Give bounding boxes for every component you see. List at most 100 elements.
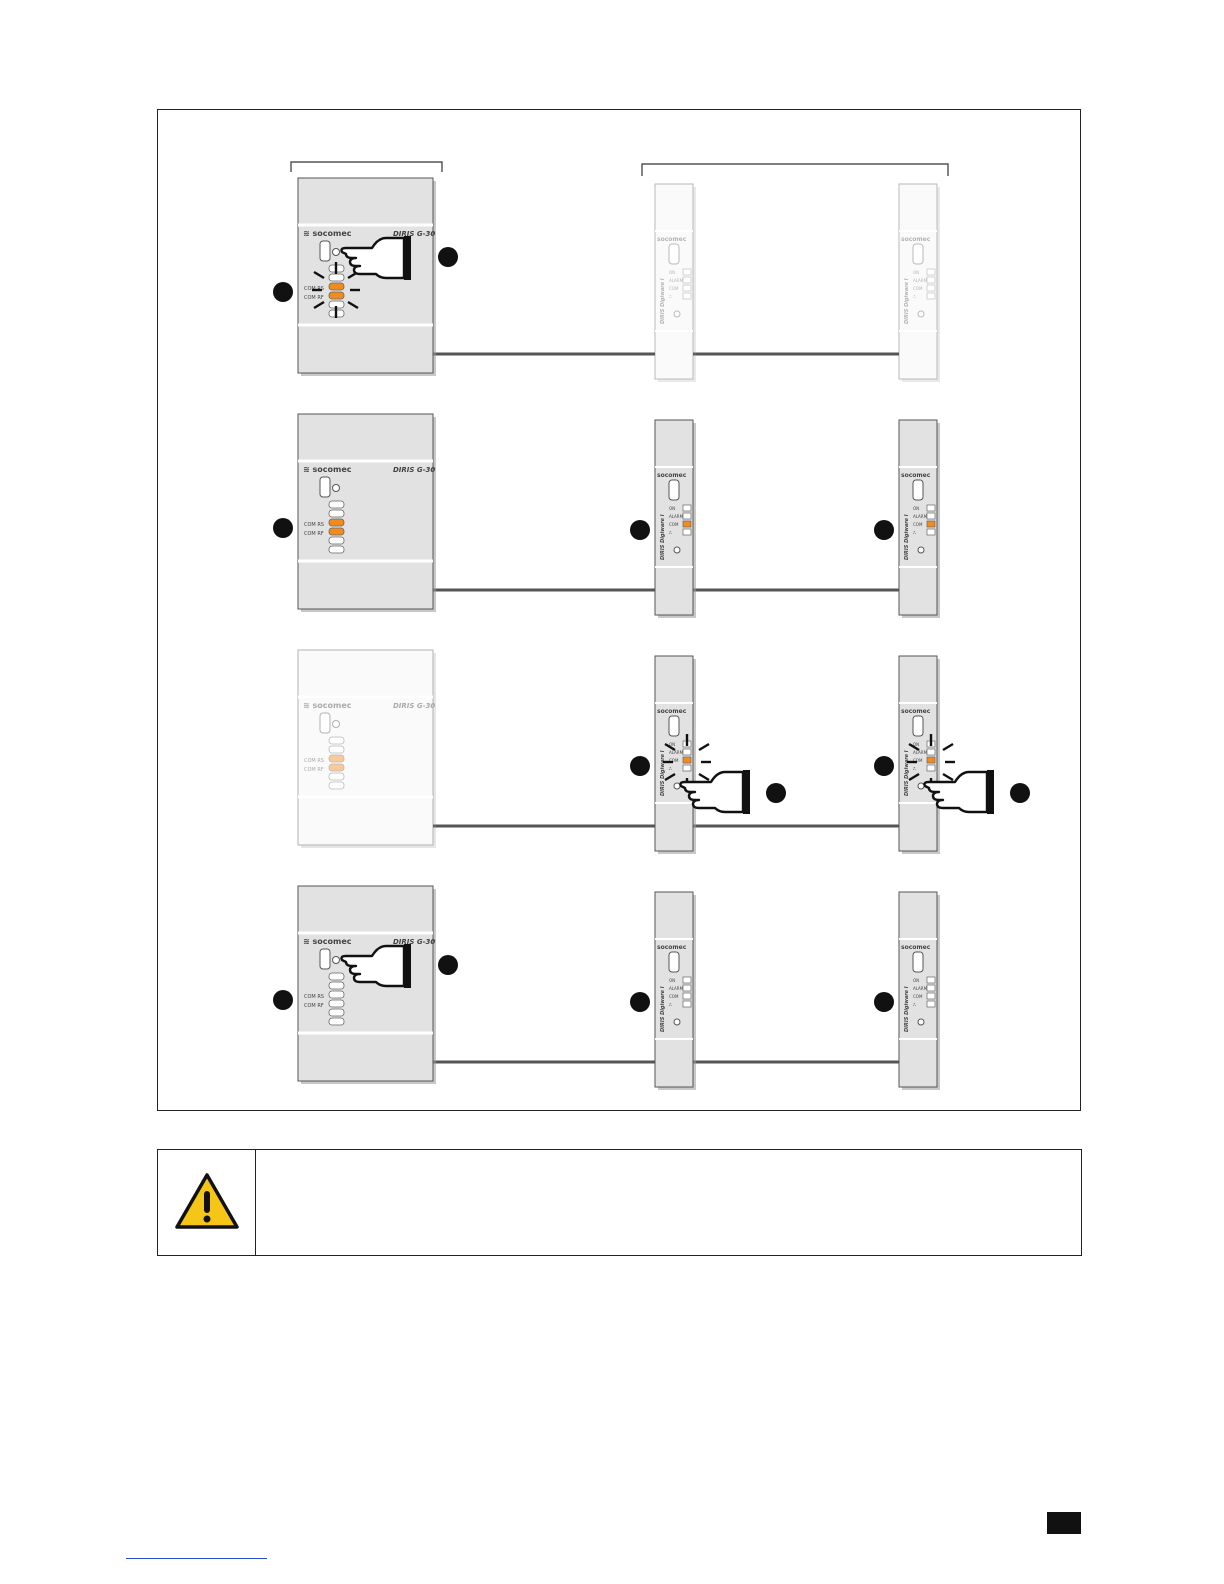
module-brand-label: socomec	[657, 708, 687, 715]
gateway-button	[332, 720, 340, 728]
gateway-led	[328, 509, 345, 518]
gateway-model-label: DIRIS G-30	[393, 230, 435, 238]
hand-cuff	[743, 770, 750, 814]
gateway-led	[328, 1008, 345, 1017]
gateway-brand-label: ≋ socomec	[303, 465, 352, 474]
callout-module-leds	[874, 520, 894, 540]
module-slot	[668, 715, 680, 737]
ray	[664, 772, 676, 782]
module-led-label: ON	[913, 978, 919, 983]
module-brand-label: socomec	[901, 236, 931, 243]
module-led	[682, 292, 692, 300]
hand-cuff	[404, 236, 411, 280]
module-slot	[912, 243, 924, 265]
module-model-label: DIRIS Digiware I	[660, 514, 666, 560]
gateway-led	[328, 736, 345, 745]
module-led	[682, 268, 692, 276]
module-button	[917, 546, 925, 554]
gateway-led	[328, 282, 345, 291]
gateway-led	[328, 545, 345, 554]
module-led	[682, 976, 692, 984]
module-led-label: ⎍	[913, 1002, 916, 1007]
module-led-label: ON	[669, 506, 675, 511]
module-led	[926, 1000, 936, 1008]
gateway-com-rf-label: COM RF	[304, 295, 324, 301]
ray	[347, 300, 359, 310]
ray	[942, 772, 954, 782]
gateway-led	[328, 981, 345, 990]
module-model-label: DIRIS Digiware I	[660, 986, 666, 1032]
gateway-pointing-hand-icon	[340, 236, 411, 280]
gateway-model-label: DIRIS G-30	[393, 938, 435, 946]
module-model-label: DIRIS Digiware I	[904, 514, 910, 560]
module-led-label: COM	[669, 286, 679, 291]
warning-triangle-icon	[175, 1173, 239, 1229]
gateway-com-rf-label: COM RF	[304, 767, 324, 773]
hand-cuff	[987, 770, 994, 814]
module-shadow	[658, 187, 696, 382]
module-slot	[912, 715, 924, 737]
gateway-body	[297, 885, 434, 1082]
ray	[942, 742, 954, 752]
gateway-button	[332, 484, 340, 492]
module-led-label: ⎍	[913, 766, 916, 771]
page-number-block	[1047, 1512, 1081, 1534]
gateway-body	[297, 649, 434, 846]
module-model-label: DIRIS Digiware I	[904, 750, 910, 796]
callout-module-leds	[874, 756, 894, 776]
gateway-slot	[319, 948, 331, 970]
module-led	[926, 268, 936, 276]
gateway-led	[328, 500, 345, 509]
callout-module-leds	[874, 992, 894, 1012]
module-led	[682, 284, 692, 292]
module-led-label: ⎍	[913, 530, 916, 535]
gateway-com-rs-label: COM RS	[304, 522, 324, 528]
module-led	[926, 756, 936, 764]
module-led	[926, 528, 936, 536]
gateway-com-rs-label: COM RS	[304, 994, 324, 1000]
module-pointing-hand-icon	[679, 770, 750, 814]
callout-press-module	[766, 783, 786, 803]
module-led-label: ON	[669, 742, 675, 747]
module-led-label: ⎍	[669, 1002, 672, 1007]
gateway-led	[328, 754, 345, 763]
gateway-brand-label: ≋ socomec	[303, 937, 352, 946]
ray	[908, 772, 920, 782]
module-brand-label: socomec	[657, 944, 687, 951]
ray	[313, 300, 325, 310]
gateway-led	[328, 518, 345, 527]
gateway-led	[328, 291, 345, 300]
gateway-led	[328, 763, 345, 772]
module-button	[917, 1018, 925, 1026]
gateway-com-rs-label: COM RS	[304, 758, 324, 764]
module-slot	[912, 479, 924, 501]
gateway-led	[328, 772, 345, 781]
module-button	[673, 782, 681, 790]
gateway-slot	[319, 476, 331, 498]
gateway-com-rf-label: COM RF	[304, 531, 324, 537]
footer-link[interactable]	[126, 1558, 267, 1559]
gateway-led	[328, 990, 345, 999]
gateway-led	[328, 273, 345, 282]
gateway-slot	[319, 240, 331, 262]
gateway-led	[328, 1017, 345, 1026]
warning-notice	[157, 1149, 1082, 1256]
ray	[313, 270, 325, 280]
ray	[698, 772, 710, 782]
callout-module-leds	[630, 520, 650, 540]
module-led	[682, 1000, 692, 1008]
module-led-label: COM	[669, 994, 679, 999]
module-led	[682, 528, 692, 536]
gateway-led	[328, 972, 345, 981]
module-model-label: DIRIS Digiware I	[904, 986, 910, 1032]
